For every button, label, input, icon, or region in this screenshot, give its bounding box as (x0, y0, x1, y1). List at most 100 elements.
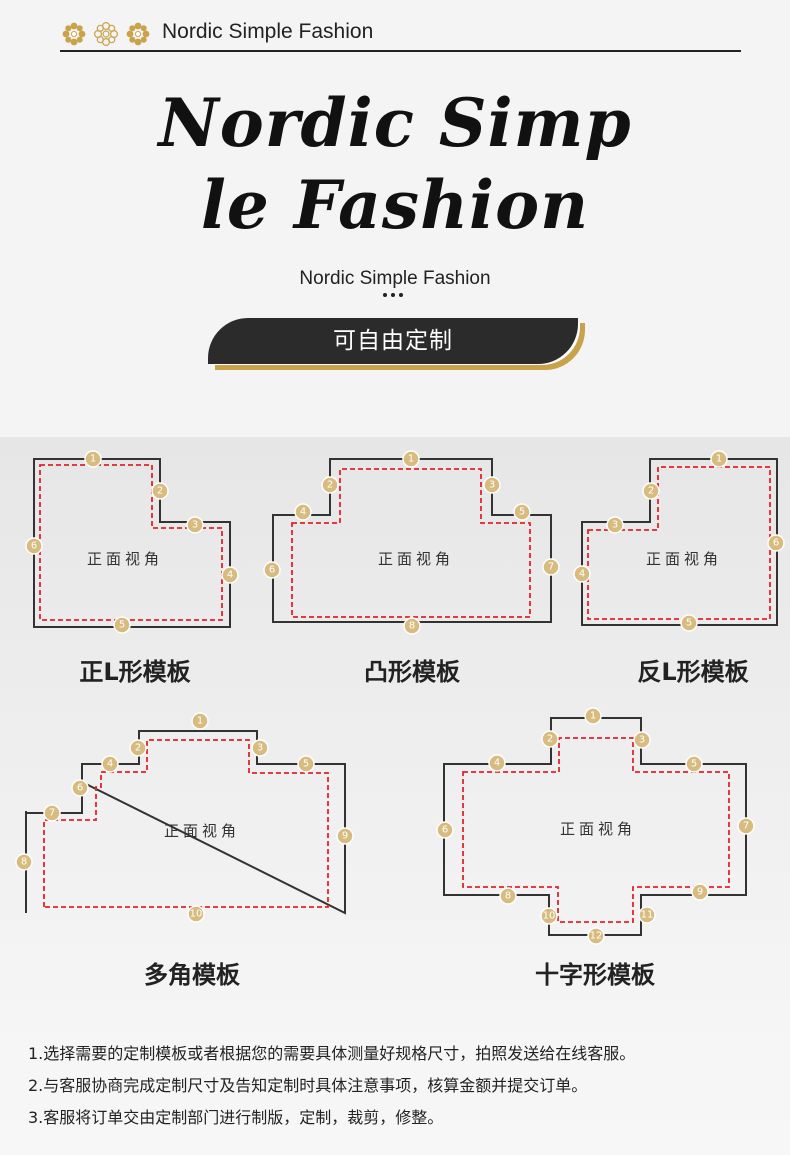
svg-text:7: 7 (49, 808, 55, 819)
measure-point: 3 (606, 516, 624, 534)
template-reverse-l: 正面视角 1 2 3 4 5 6 (573, 450, 785, 632)
svg-text:3: 3 (489, 480, 495, 491)
measure-point: 7 (542, 558, 560, 576)
svg-text:6: 6 (31, 541, 37, 552)
flower-icon (62, 22, 86, 46)
measure-point: 2 (321, 476, 339, 494)
svg-text:3: 3 (639, 735, 645, 746)
measure-point: 1 (84, 450, 102, 468)
brand-small-title: Nordic Simple Fashion (162, 20, 374, 43)
svg-text:9: 9 (342, 831, 348, 842)
svg-text:7: 7 (548, 562, 554, 573)
instruction-item: 3.客服将订单交由定制部门进行制版，定制，裁剪，修整。 (28, 1108, 444, 1127)
svg-text:1: 1 (590, 711, 596, 722)
svg-text:8: 8 (409, 621, 415, 632)
svg-text:3: 3 (612, 520, 618, 531)
measure-point: 8 (403, 617, 421, 635)
measure-point: 11 (638, 906, 656, 924)
measure-point: 12 (587, 927, 605, 945)
svg-text:5: 5 (691, 759, 697, 770)
template-l-shape: 正面视角 1 2 3 4 5 6 (25, 450, 239, 634)
instruction-item: 2.与客服协商完成定制尺寸及告知定制时具体注意事项，核算金额并提交订单。 (28, 1076, 588, 1095)
svg-text:4: 4 (494, 758, 500, 769)
template-name: 多角模板 (144, 961, 240, 989)
instructions: 1.选择需要的定制模板或者根据您的需要具体测量好规格尺寸，拍照发送给在线客服。 … (28, 1038, 635, 1134)
template-cross: 正面视角 1 2 3 4 5 6 7 8 9 10 11 12 (436, 707, 755, 945)
svg-text:8: 8 (21, 857, 27, 868)
measure-point: 10 (540, 907, 558, 925)
svg-text:2: 2 (327, 480, 333, 491)
svg-text:5: 5 (303, 759, 309, 770)
flower-icons (60, 20, 152, 48)
measure-point: 4 (488, 754, 506, 772)
header-divider (60, 50, 741, 52)
template-convex: 正面视角 1 2 3 4 5 6 7 8 (263, 450, 560, 635)
measure-point: 1 (402, 450, 420, 468)
measure-point: 2 (151, 482, 169, 500)
template-name: 正L形模板 (79, 658, 191, 686)
measure-point: 6 (767, 534, 785, 552)
svg-text:4: 4 (300, 507, 306, 518)
measure-point: 10 (187, 905, 205, 923)
svg-text:2: 2 (547, 734, 553, 745)
measure-point: 6 (71, 779, 89, 797)
svg-text:12: 12 (590, 931, 603, 942)
measure-point: 2 (541, 730, 559, 748)
view-label: 正面视角 (560, 820, 636, 838)
measure-point: 5 (513, 503, 531, 521)
measure-point: 9 (691, 883, 709, 901)
template-name: 反L形模板 (637, 658, 749, 686)
view-label: 正面视角 (378, 550, 454, 568)
measure-point: 3 (251, 739, 269, 757)
measure-point: 5 (297, 755, 315, 773)
measure-point: 4 (573, 565, 591, 583)
measure-point: 2 (129, 739, 147, 757)
measure-point: 5 (680, 614, 698, 632)
svg-text:2: 2 (648, 486, 654, 497)
subtitle: Nordic Simple Fashion (299, 268, 491, 289)
svg-text:10: 10 (543, 911, 556, 922)
script-title-line1: Nordic Simp (158, 84, 632, 162)
measure-point: 4 (101, 755, 119, 773)
svg-text:10: 10 (190, 909, 203, 920)
script-title: Nordic Simp le Fashion (0, 82, 790, 246)
svg-text:1: 1 (408, 454, 414, 465)
measure-point: 6 (263, 561, 281, 579)
template-name: 凸形模板 (364, 658, 460, 686)
measure-point: 9 (336, 827, 354, 845)
svg-text:4: 4 (227, 570, 233, 581)
view-label: 正面视角 (87, 550, 163, 568)
measure-point: 7 (737, 817, 755, 835)
measure-point: 5 (113, 616, 131, 634)
measure-point: 8 (499, 887, 517, 905)
measure-point: 4 (294, 503, 312, 521)
svg-text:6: 6 (269, 565, 275, 576)
svg-text:9: 9 (697, 887, 703, 898)
measure-point: 1 (191, 712, 209, 730)
template-diagrams: .outline{fill:none;stroke:#333;stroke-wi… (15, 450, 785, 945)
dots-decoration (383, 293, 403, 297)
measure-point: 6 (25, 537, 43, 555)
template-name: 十字形模板 (535, 961, 655, 989)
flower-icon (93, 21, 119, 47)
measure-point: 7 (43, 804, 61, 822)
svg-text:1: 1 (90, 454, 96, 465)
svg-text:3: 3 (257, 743, 263, 754)
measure-point: 8 (15, 853, 33, 871)
measure-point: 3 (186, 516, 204, 534)
svg-text:5: 5 (519, 507, 525, 518)
flower-icon (126, 22, 150, 46)
svg-text:4: 4 (107, 759, 113, 770)
svg-text:2: 2 (135, 743, 141, 754)
svg-text:7: 7 (743, 821, 749, 832)
instruction-item: 1.选择需要的定制模板或者根据您的需要具体测量好规格尺寸，拍照发送给在线客服。 (28, 1044, 636, 1063)
svg-text:11: 11 (641, 910, 654, 921)
svg-text:5: 5 (119, 620, 125, 631)
svg-text:3: 3 (192, 520, 198, 531)
templates-section (0, 437, 790, 1155)
measure-point: 1 (584, 707, 602, 725)
view-label: 正面视角 (646, 550, 722, 568)
measure-point: 1 (710, 450, 728, 468)
measure-point: 2 (642, 482, 660, 500)
measure-point: 4 (221, 566, 239, 584)
